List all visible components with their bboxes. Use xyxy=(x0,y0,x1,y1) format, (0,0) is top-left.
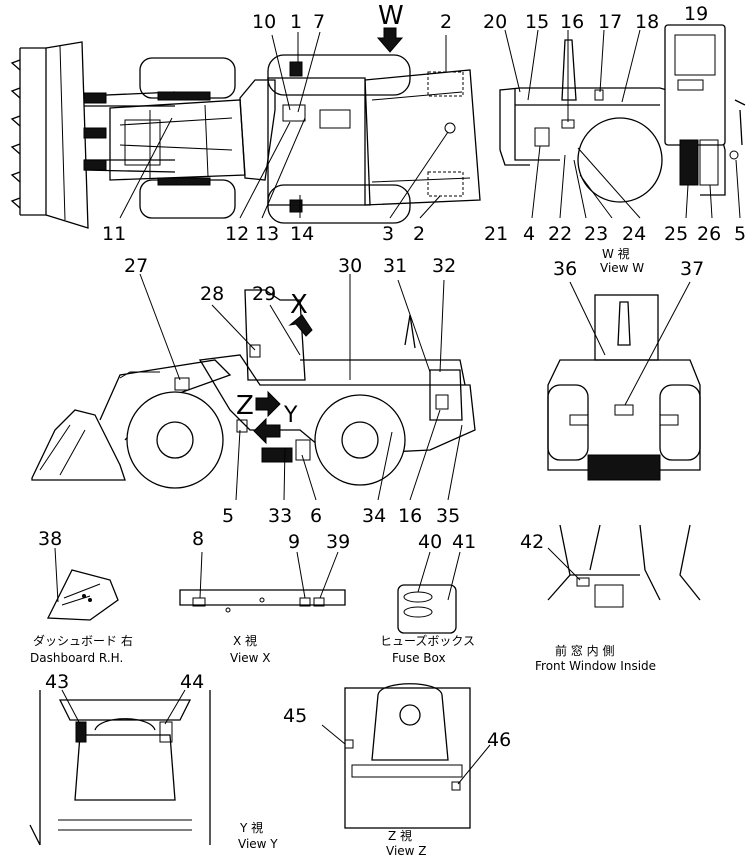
side-view-drawing xyxy=(31,289,476,489)
callout-29: 29 xyxy=(252,283,276,305)
callout-31: 31 xyxy=(383,255,407,277)
callout-16-side: 16 xyxy=(398,505,422,527)
callout-Y: Y xyxy=(283,403,298,428)
callout-9: 9 xyxy=(288,531,300,553)
callout-46: 46 xyxy=(487,729,511,751)
caption-front-en: Front Window Inside xyxy=(535,659,656,673)
callout-11: 11 xyxy=(102,223,126,245)
callout-23: 23 xyxy=(584,223,608,245)
caption-view-w-jp: W 視 xyxy=(602,246,630,261)
callout-5-top: 5 xyxy=(734,223,746,245)
callout-3: 3 xyxy=(382,223,394,245)
fuse-box-drawing xyxy=(397,551,461,634)
caption-view-y-en: View Y xyxy=(238,837,278,851)
caption-fuse-en: Fuse Box xyxy=(392,651,446,665)
caption-view-x-jp: X 視 xyxy=(233,633,257,648)
callout-10: 10 xyxy=(252,11,276,33)
callout-5-side: 5 xyxy=(222,505,234,527)
callout-18: 18 xyxy=(635,11,659,33)
callout-labels: 10 1 7 W 2 11 12 13 14 3 2 20 15 16 17 1… xyxy=(38,1,746,751)
caption-view-z-jp: Z 視 xyxy=(388,828,412,843)
caption-view-y-jp: Y 視 xyxy=(239,820,263,835)
callout-45: 45 xyxy=(283,705,307,727)
callout-21: 21 xyxy=(484,223,508,245)
callout-35: 35 xyxy=(436,505,460,527)
callout-44: 44 xyxy=(180,671,204,693)
caption-fuse-jp: ヒューズボックス xyxy=(380,633,475,648)
caption-dashboard-jp: ダッシュボード 右 xyxy=(33,633,133,648)
callout-39: 39 xyxy=(326,531,350,553)
view-x-drawing xyxy=(179,551,346,613)
view-captions: W 視 View W ダッシュボード 右 Dashboard R.H. X 視 … xyxy=(30,246,656,858)
callout-26: 26 xyxy=(697,223,721,245)
caption-view-z-en: View Z xyxy=(386,844,427,858)
front-view-leaders xyxy=(569,281,691,406)
callout-6: 6 xyxy=(310,505,322,527)
callout-34: 34 xyxy=(362,505,386,527)
callout-43: 43 xyxy=(45,671,69,693)
callout-4-top: 4 xyxy=(523,223,535,245)
callout-30: 30 xyxy=(338,255,362,277)
callout-15: 15 xyxy=(525,11,549,33)
callout-32: 32 xyxy=(432,255,456,277)
front-view-drawing xyxy=(547,294,701,481)
dashboard-drawing xyxy=(46,547,119,621)
side-view-leaders xyxy=(139,273,463,501)
callout-14: 14 xyxy=(290,223,314,245)
callout-22: 22 xyxy=(548,223,572,245)
callout-Z: Z xyxy=(236,391,254,421)
callout-7: 7 xyxy=(313,11,325,33)
callout-2-bottom: 2 xyxy=(413,223,425,245)
callout-X: X xyxy=(290,290,308,320)
callout-19: 19 xyxy=(684,3,708,25)
caption-view-w-en: View W xyxy=(600,261,644,275)
callout-36: 36 xyxy=(553,258,577,280)
callout-24: 24 xyxy=(622,223,646,245)
callout-17: 17 xyxy=(598,11,622,33)
top-view-leaders xyxy=(119,31,449,219)
callout-42: 42 xyxy=(520,531,544,553)
callout-20: 20 xyxy=(483,11,507,33)
callout-1: 1 xyxy=(290,11,302,33)
caption-view-x-en: View X xyxy=(230,651,271,665)
callout-12: 12 xyxy=(225,223,249,245)
callout-38: 38 xyxy=(38,528,62,550)
callout-37: 37 xyxy=(680,258,704,280)
callout-28: 28 xyxy=(200,283,224,305)
view-y-drawing xyxy=(29,689,211,846)
caption-front-jp: 前 窓 内 側 xyxy=(555,643,614,658)
callout-16-top: 16 xyxy=(560,11,584,33)
callout-25: 25 xyxy=(664,223,688,245)
top-view-drawing xyxy=(10,27,481,229)
callout-2-top: 2 xyxy=(440,11,452,33)
caption-dashboard-en: Dashboard R.H. xyxy=(30,651,123,665)
view-z-drawing xyxy=(321,683,491,829)
callout-13: 13 xyxy=(255,223,279,245)
front-window-drawing xyxy=(547,524,701,608)
callout-27: 27 xyxy=(124,255,148,277)
callout-W: W xyxy=(378,1,404,31)
callout-33: 33 xyxy=(268,505,292,527)
view-w-leaders xyxy=(504,29,741,219)
callout-8: 8 xyxy=(192,528,204,550)
callout-41: 41 xyxy=(452,531,476,553)
callout-40: 40 xyxy=(418,531,442,553)
